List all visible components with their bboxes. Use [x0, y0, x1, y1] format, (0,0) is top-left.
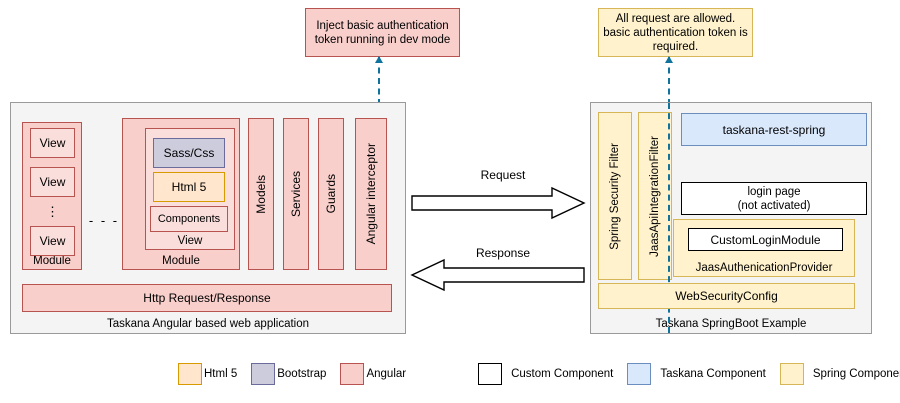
- legend-label-spring-component: Spring Component: [812, 368, 900, 380]
- column-guards[interactable]: Guards: [318, 118, 344, 270]
- column-angular-interceptor-label: Angular interceptor: [364, 143, 378, 245]
- legend-label-taskana-component: Taskana Component: [660, 368, 766, 380]
- dashed-arrowhead-right: [665, 56, 673, 63]
- login-page-line2: (not activated): [737, 199, 811, 212]
- response-arrow-text: Response: [475, 246, 531, 260]
- request-arrow: [411, 186, 586, 220]
- legend-swatch-custom-component: [478, 363, 503, 385]
- column-services-label: Services: [289, 170, 303, 217]
- note-inject-token: Inject basic authentication token runnin…: [305, 8, 460, 57]
- column-models[interactable]: Models: [248, 118, 274, 270]
- response-arrow: [410, 258, 585, 292]
- legend: Html 5 Bootstrap Angular Custom Componen…: [178, 362, 900, 386]
- legend-swatch-bootstrap: [251, 363, 276, 385]
- column-guards-label: Guards: [324, 174, 338, 214]
- module-1-view-2[interactable]: View: [30, 167, 75, 197]
- filter-spring-security-label: Spring Security Filter: [609, 142, 621, 250]
- legend-swatch-spring-component: [779, 363, 804, 385]
- dashed-arrowhead-left: [375, 56, 383, 63]
- login-page-line1: login page: [747, 185, 801, 198]
- note-inject-token-text: Inject basic authentication token runnin…: [314, 19, 451, 46]
- taskana-rest-spring-box[interactable]: taskana-rest-spring: [681, 113, 867, 146]
- note-all-requests-allowed: All request are allowed. basic authentic…: [598, 8, 753, 57]
- legend-label-angular: Angular: [366, 368, 407, 380]
- filter-jaas-api-integration-label: JaasApiIntegrationFilter: [649, 135, 661, 257]
- column-models-label: Models: [254, 174, 268, 214]
- custom-login-module[interactable]: CustomLoginModule: [688, 228, 843, 251]
- request-arrow-text: Request: [480, 168, 526, 182]
- dashed-boundary-line: [668, 103, 670, 333]
- filter-spring-security[interactable]: Spring Security Filter: [598, 112, 632, 280]
- login-page-box[interactable]: login page (not activated): [681, 182, 867, 215]
- module-1-label: Module: [33, 255, 71, 267]
- jaas-authentication-provider-label: JaasAuthenicationProvider: [695, 262, 833, 274]
- legend-swatch-html5: [178, 363, 202, 385]
- modules-separator: - - -: [88, 212, 120, 228]
- module-1-view-1[interactable]: View: [30, 128, 75, 158]
- legend-label-custom-component: Custom Component: [511, 368, 614, 380]
- module-1-ellipsis: ⋮: [46, 203, 59, 219]
- legend-label-bootstrap: Bootstrap: [277, 368, 327, 380]
- right-panel-caption: Taskana SpringBoot Example: [655, 318, 807, 330]
- left-panel-caption: Taskana Angular based web application: [106, 318, 310, 330]
- module-2-item-components[interactable]: Components: [150, 206, 228, 232]
- legend-label-html5: Html 5: [204, 368, 238, 380]
- column-services[interactable]: Services: [283, 118, 309, 270]
- note-all-requests-allowed-text: All request are allowed. basic authentic…: [603, 12, 748, 53]
- response-arrow-label: Response: [418, 246, 588, 262]
- request-arrow-label: Request: [418, 168, 588, 184]
- filter-jaas-api-integration[interactable]: JaasApiIntegrationFilter: [638, 112, 672, 280]
- dashed-connector-right: [668, 57, 670, 105]
- legend-swatch-angular: [340, 363, 365, 385]
- module-2-item-html5[interactable]: Html 5: [153, 172, 225, 202]
- dashed-connector-left: [378, 57, 380, 105]
- column-angular-interceptor[interactable]: Angular interceptor: [355, 118, 387, 270]
- module-2-label: Module: [162, 255, 200, 267]
- web-security-config[interactable]: WebSecurityConfig: [598, 283, 855, 309]
- legend-swatch-taskana-component: [627, 363, 652, 385]
- module-2-item-sass-css[interactable]: Sass/Css: [153, 138, 225, 168]
- module-1-view-3[interactable]: View: [30, 226, 75, 256]
- module-2-view-label: View: [177, 235, 203, 247]
- http-request-response-bar[interactable]: Http Request/Response: [22, 284, 392, 312]
